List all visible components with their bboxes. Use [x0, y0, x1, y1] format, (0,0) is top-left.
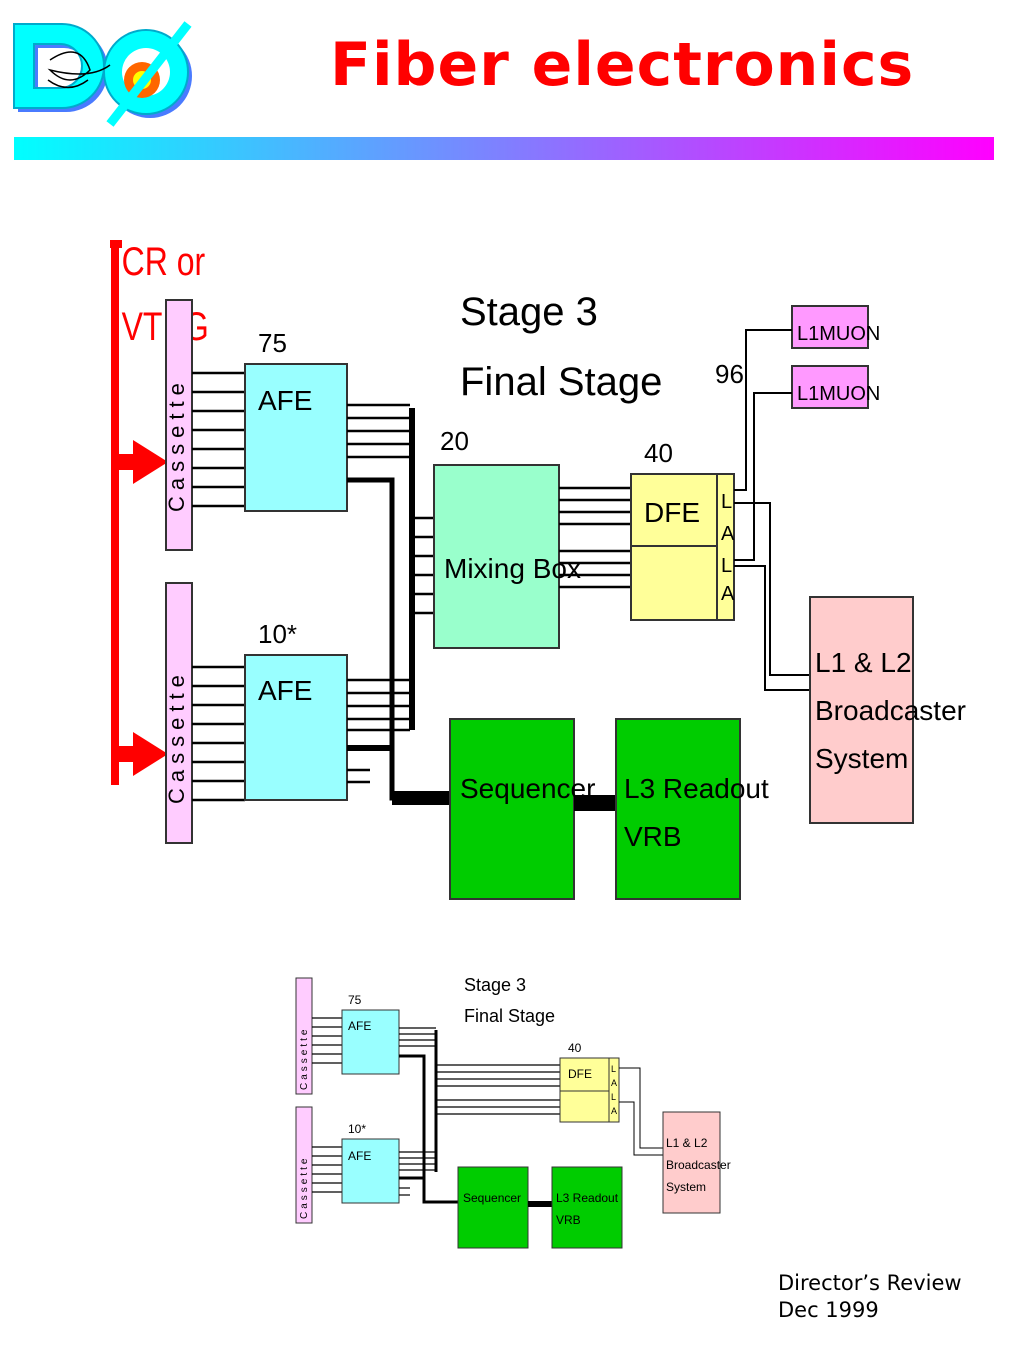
afe-bottom: [244, 654, 348, 801]
small-sequencer: [457, 1166, 529, 1249]
small-broadcaster-system: [662, 1111, 721, 1214]
dfe-top: [630, 473, 718, 547]
afe-top-count: 75: [258, 328, 287, 358]
lala-strip: [716, 473, 735, 621]
small-broadcaster-line2: Broadcaster: [666, 1158, 731, 1172]
cr-vtbg-arrow: [110, 240, 168, 785]
lala-a1: A: [721, 523, 735, 545]
broadcaster-system: [809, 596, 914, 824]
small-lala-strip: [608, 1057, 620, 1123]
stage-title-line2: Final Stage: [460, 360, 662, 404]
small-lala-a1: A: [611, 1078, 617, 1088]
small-l3-readout-line1: L3 Readout: [556, 1191, 619, 1205]
lala-output-lines: [734, 329, 810, 691]
l3-readout-line1: L3 Readout: [624, 773, 769, 804]
broadcaster-line2: Broadcaster: [815, 695, 966, 726]
l1muon-bottom-label: L1MUON: [797, 383, 880, 405]
l3-readout: [615, 718, 741, 900]
small-sequencer-label: Sequencer: [463, 1191, 521, 1205]
afe-output-lines: [347, 403, 410, 784]
afe-top-label: AFE: [258, 385, 312, 416]
lala-l2: L: [721, 555, 732, 577]
small-dfe-label: DFE: [568, 1067, 592, 1081]
l1muon-count: 96: [715, 359, 744, 389]
cassette-afe-lines: [192, 371, 245, 802]
small-bus-dfe-lines: [436, 1064, 560, 1115]
dfe-label: DFE: [644, 497, 700, 528]
dfe-count: 40: [644, 438, 673, 468]
sequencer-label: Sequencer: [460, 773, 595, 804]
d0-logo-letters: [13, 21, 192, 127]
small-cassette-top-label: Cassette: [299, 1027, 310, 1090]
small-l3-readout-line2: VRB: [556, 1213, 581, 1227]
cassette-top: [165, 299, 193, 551]
footer-line1: Director’s Review: [778, 1271, 962, 1295]
title-gradient-bar: [14, 137, 994, 160]
footer-line2: Dec 1999: [778, 1298, 879, 1322]
small-stage-title-line1: Stage 3: [464, 975, 526, 995]
small-afe-top-count: 75: [348, 993, 362, 1007]
stage-title-line1: Stage 3: [460, 290, 598, 334]
cassette-top-label: Cassette: [164, 377, 189, 512]
small-dfe-top: [559, 1057, 610, 1092]
d0-logo: DØ: [13, 21, 192, 127]
small-dfe-bottom: [559, 1090, 610, 1123]
small-lala-l1: L: [611, 1064, 616, 1074]
small-lala-l2: L: [611, 1092, 616, 1102]
cr-vtbg-label-line1: CR or: [122, 239, 206, 284]
small-broadcaster-line1: L1 & L2: [666, 1136, 708, 1150]
broadcaster-line3: System: [815, 743, 908, 774]
small-lala-a2: A: [611, 1106, 617, 1116]
footer: Director’s Review Dec 1999: [778, 1270, 962, 1324]
afe-bottom-count: 10*: [258, 619, 297, 649]
page-title: Fiber electronics: [330, 30, 915, 100]
small-dfe-count: 40: [568, 1041, 582, 1055]
l1muon-bottom: [791, 365, 869, 409]
small-afe-top-label: AFE: [348, 1019, 371, 1033]
cassette-bottom: [165, 582, 193, 844]
data-bus: [347, 408, 450, 805]
small-stage-title-line2: Final Stage: [464, 1006, 555, 1026]
broadcaster-line1: L1 & L2: [815, 647, 912, 678]
cassette-bottom-label: Cassette: [164, 669, 189, 804]
small-lala-output-lines: [619, 1067, 663, 1156]
lala-l1: L: [721, 491, 732, 513]
small-afe-bottom: [341, 1138, 400, 1204]
mixing-box: [433, 464, 560, 649]
small-afe-bottom-label: AFE: [348, 1149, 371, 1163]
sequencer: [449, 718, 575, 900]
bus-mixing-lines: [412, 516, 434, 615]
l1muon-top-label: L1MUON: [797, 323, 880, 345]
afe-top: [244, 363, 348, 512]
lala-a2: A: [721, 583, 735, 605]
afe-bottom-label: AFE: [258, 675, 312, 706]
mixing-box-label: Mixing Box: [444, 553, 581, 584]
small-input-lines: [312, 1017, 342, 1193]
l1muon-top: [791, 305, 869, 349]
small-afe-bottom-count: 10*: [348, 1122, 366, 1136]
small-broadcaster-line3: System: [666, 1180, 706, 1194]
l3-readout-line2: VRB: [624, 821, 682, 852]
small-bus: [399, 1027, 458, 1204]
mixing-box-count: 20: [440, 426, 469, 456]
small-l3-readout: [551, 1166, 623, 1249]
small-afe-top: [341, 1009, 400, 1075]
small-cassette-bottom-label: Cassette: [299, 1156, 310, 1219]
mixing-dfe-lines: [559, 486, 631, 589]
